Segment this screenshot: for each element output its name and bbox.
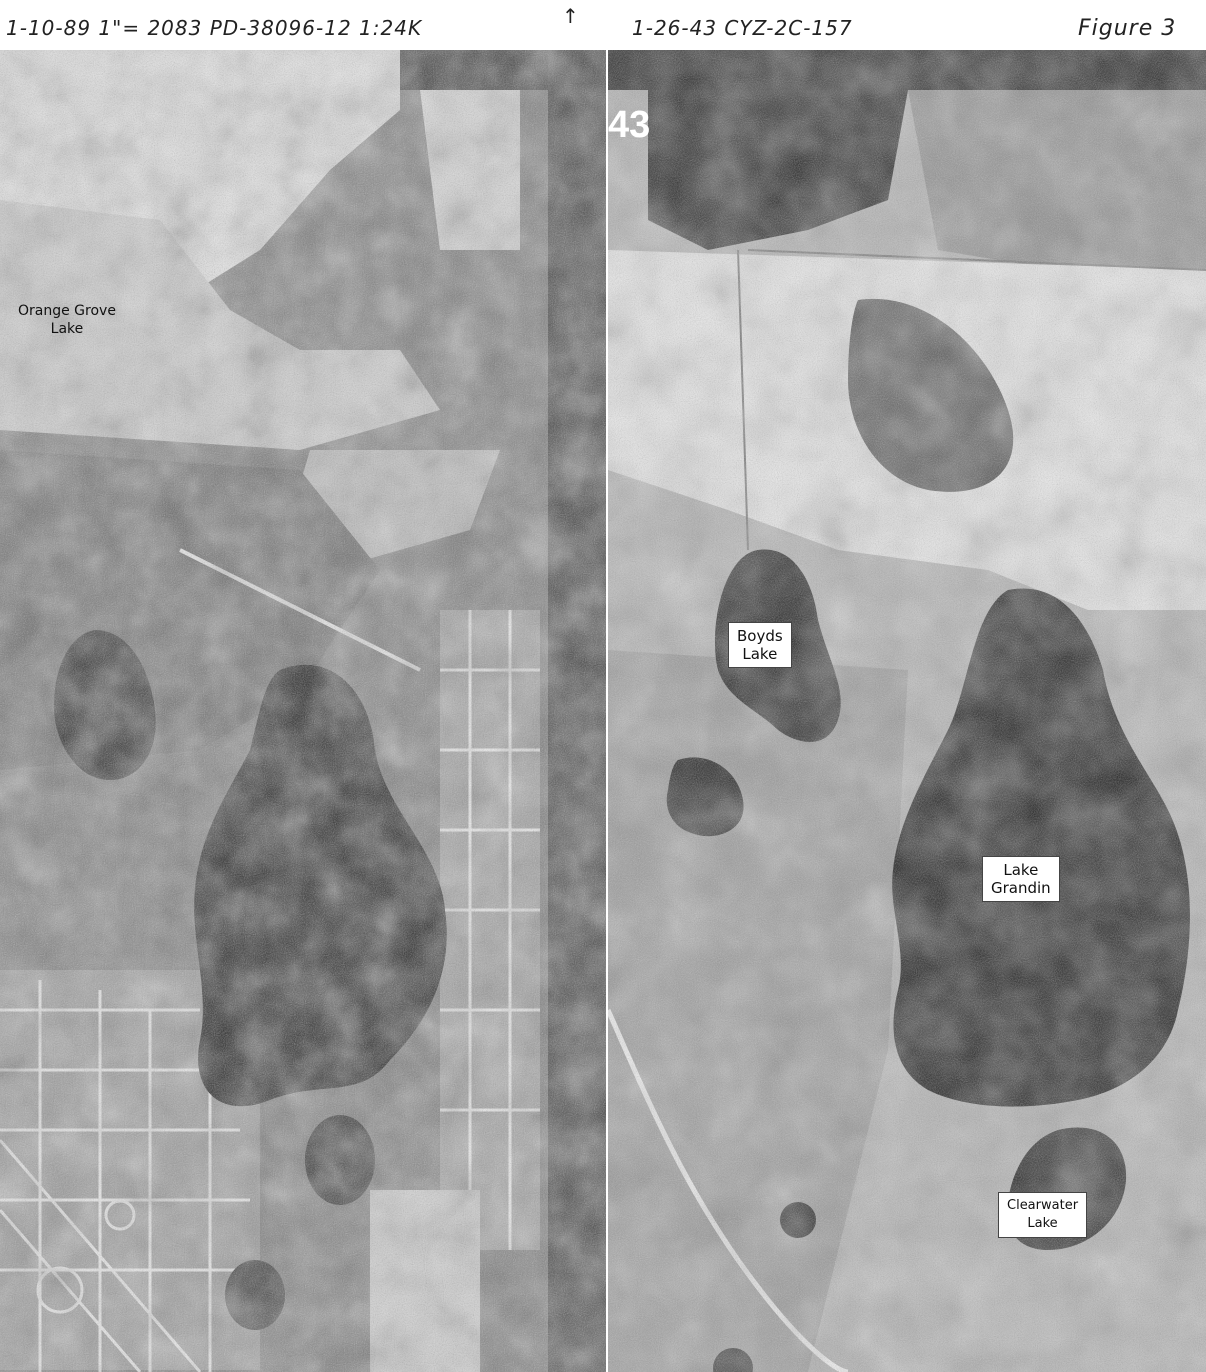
right-photo-image bbox=[608, 50, 1206, 1372]
label-clearwater-lake: Clearwater Lake bbox=[998, 1192, 1088, 1238]
header-annotations: 1-10-89 1"= 2083 PD-38096-12 1:24K ↑ 1-2… bbox=[0, 0, 1206, 50]
clearwater-line2: Lake bbox=[1027, 1216, 1058, 1231]
photo-divider bbox=[606, 50, 608, 1372]
orange-grove-line1: Orange Grove bbox=[18, 303, 116, 319]
orange-grove-line2: Lake bbox=[50, 321, 84, 337]
right-aerial-photo: 43 Boyds Lake Lake Grandin Clearwater La… bbox=[608, 50, 1206, 1372]
label-lake-grandin: Lake Grandin bbox=[982, 856, 1060, 902]
left-photo-image bbox=[0, 50, 606, 1372]
label-orange-grove-lake: Orange Grove Lake bbox=[18, 302, 116, 338]
north-arrow: ↑ bbox=[562, 4, 580, 28]
right-photo-note: 1-26-43 CYZ-2C-157 bbox=[632, 16, 853, 40]
left-aerial-photo: Orange Grove Lake bbox=[0, 50, 606, 1372]
left-photo-note: 1-10-89 1"= 2083 PD-38096-12 1:24K bbox=[6, 16, 423, 40]
figure-label: Figure 3 bbox=[1078, 16, 1177, 41]
grandin-line2: Grandin bbox=[991, 879, 1051, 897]
boyds-line1: Boyds bbox=[737, 627, 783, 645]
frame-number: 43 bbox=[608, 104, 651, 146]
grandin-line1: Lake bbox=[1003, 861, 1039, 879]
boyds-line2: Lake bbox=[742, 645, 778, 663]
clearwater-line1: Clearwater bbox=[1007, 1198, 1079, 1213]
label-boyds-lake: Boyds Lake bbox=[728, 622, 792, 668]
